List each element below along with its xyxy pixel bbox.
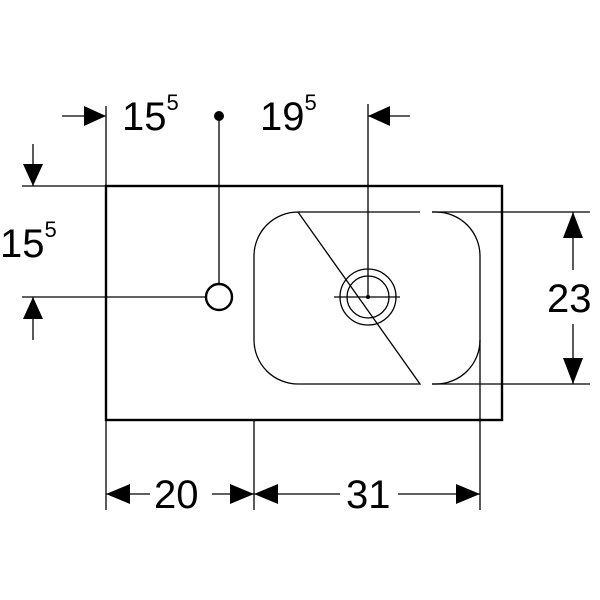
dim-label-right-side: 23: [547, 277, 592, 321]
dim-right-lower-arrowhead: [563, 358, 583, 384]
dim-bottom-left-arrowhead-right: [230, 484, 254, 504]
dim-label-bottom-left: 20: [154, 473, 199, 517]
bowl-outline: [253, 211, 481, 385]
dim-label-top-left-main: 15: [122, 95, 167, 139]
dim-bottom-right-arrowhead-right: [456, 484, 480, 504]
dim-bottom-left-arrowhead-left: [106, 484, 130, 504]
basin-outline: [104, 184, 504, 422]
dim-right-upper-arrowhead: [563, 212, 583, 238]
tap-axis-point: [214, 111, 224, 121]
dim-left-upper-arrowhead: [23, 164, 43, 186]
dim-left-lower-arrowhead: [23, 297, 43, 319]
tap-hole: [204, 282, 234, 312]
dim-label-left-side-main: 15: [0, 222, 45, 266]
dim-label-top-right-sup: 5: [305, 90, 317, 115]
dim-label-top-left: 155: [122, 90, 179, 139]
dim-bottom-right-arrowhead-left: [254, 484, 278, 504]
dim-label-top-right-main: 19: [260, 95, 305, 139]
dim-label-bottom-right: 31: [346, 473, 391, 517]
dim-top-right-arrowhead: [368, 106, 390, 126]
dim-label-top-right: 195: [260, 90, 317, 139]
dim-label-top-left-sup: 5: [167, 90, 179, 115]
dim-label-left-side: 155: [0, 217, 57, 266]
dim-label-left-side-sup: 5: [45, 217, 57, 242]
dim-top-left-arrowhead: [84, 106, 106, 126]
